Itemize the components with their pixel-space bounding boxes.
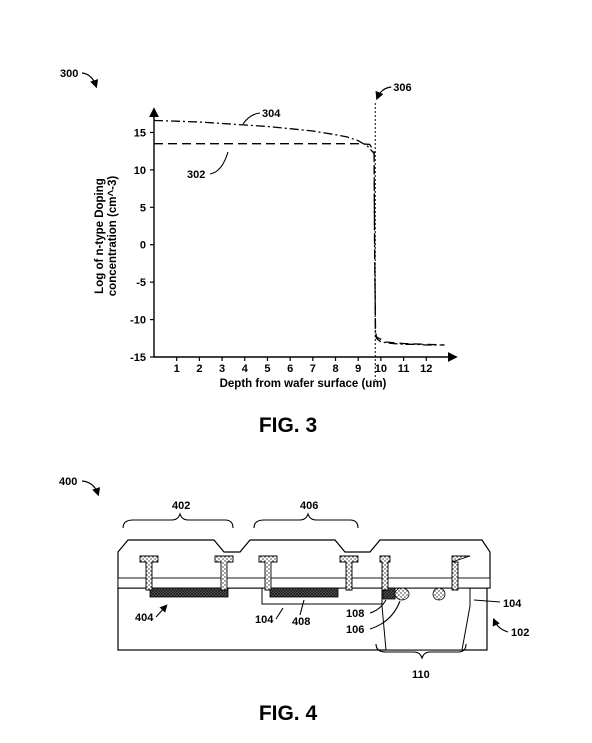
label-108: 108 <box>346 608 364 620</box>
label-106: 106 <box>346 624 364 636</box>
y-tick-label: 10 <box>134 165 146 177</box>
fig3-caption: FIG. 3 <box>259 414 317 437</box>
x-tick-label: 11 <box>398 363 410 375</box>
fig4-ref-label: 400 <box>59 476 77 488</box>
fig3-ref-arrow <box>81 72 99 89</box>
y-tick-group: -15 -10 -5 0 5 10 15 <box>130 127 154 364</box>
series-layer <box>153 119 445 346</box>
label-404: 404 <box>135 612 154 624</box>
label-408: 408 <box>292 616 310 628</box>
label-402: 402 <box>172 500 190 512</box>
leader-102 <box>492 617 509 633</box>
doped-region-404 <box>149 587 229 598</box>
x-tick-label: 2 <box>196 363 202 375</box>
contact-3 <box>258 555 278 591</box>
y-axis-title: Log of n-type Doping concentration (cm^-… <box>94 176 119 297</box>
x-tick-label: 7 <box>310 363 316 375</box>
x-tick-label: 5 <box>264 363 270 375</box>
x-axis-title: Depth from wafer surface (um) <box>220 378 387 390</box>
fig3-ref-label: 300 <box>60 68 78 80</box>
x-tick-label: 10 <box>375 363 387 375</box>
leader-404 <box>155 604 168 618</box>
leader-104-left <box>275 607 284 620</box>
region-106b <box>432 587 446 601</box>
contact-2 <box>214 555 234 591</box>
series-304-leader <box>242 112 261 125</box>
doped-region-408 <box>269 587 339 598</box>
y-tick-label: -5 <box>136 277 146 289</box>
series-302-leader <box>209 151 229 175</box>
x-tick-label: 4 <box>242 363 249 375</box>
reference-line-leader <box>375 86 392 101</box>
x-tick-label: 3 <box>219 363 225 375</box>
series-304-line <box>153 119 445 346</box>
x-tick-label: 8 <box>332 363 338 375</box>
fig4-ref-arrow <box>81 480 101 497</box>
region-106 <box>394 587 410 601</box>
y-axis-title-line2: concentration (cm^-3) <box>107 176 119 297</box>
contact-4 <box>339 555 359 591</box>
reference-line-label: 306 <box>393 82 411 94</box>
leader-106 <box>369 600 401 630</box>
leader-108 <box>369 599 387 614</box>
contact-6 <box>451 555 471 591</box>
y-tick-label: -10 <box>130 315 146 327</box>
brace-110 <box>375 643 467 660</box>
label-406: 406 <box>300 500 318 512</box>
fig4-caption: FIG. 4 <box>259 702 318 725</box>
brace-402 <box>122 512 234 529</box>
label-104-right: 104 <box>503 598 522 610</box>
series-302-callout: 302 <box>187 169 205 181</box>
fig4: 400 402 406 110 404 104 <box>59 476 529 725</box>
label-102: 102 <box>511 627 529 639</box>
x-tick-label: 6 <box>287 363 293 375</box>
y-tick-label: 0 <box>140 240 146 252</box>
x-tick-label: 12 <box>420 363 432 375</box>
thin-layer-band <box>117 577 491 589</box>
series-302-line <box>154 143 445 346</box>
y-tick-label: 15 <box>134 127 146 139</box>
series-304-callout: 304 <box>262 108 281 120</box>
y-axis-title-line1: Log of n-type Doping <box>94 178 106 294</box>
leader-408 <box>299 599 305 616</box>
label-104-left: 104 <box>255 614 274 626</box>
leader-104-right <box>473 599 501 603</box>
interlayer-dielectric <box>117 539 491 589</box>
x-tick-label: 1 <box>174 363 180 375</box>
contact-5 <box>379 555 391 591</box>
contact-1 <box>139 555 159 591</box>
x-tick-label: 9 <box>355 363 361 375</box>
y-tick-label: 5 <box>140 202 146 214</box>
label-110: 110 <box>412 669 430 681</box>
brace-406 <box>253 512 359 529</box>
y-tick-label: -15 <box>130 352 146 364</box>
